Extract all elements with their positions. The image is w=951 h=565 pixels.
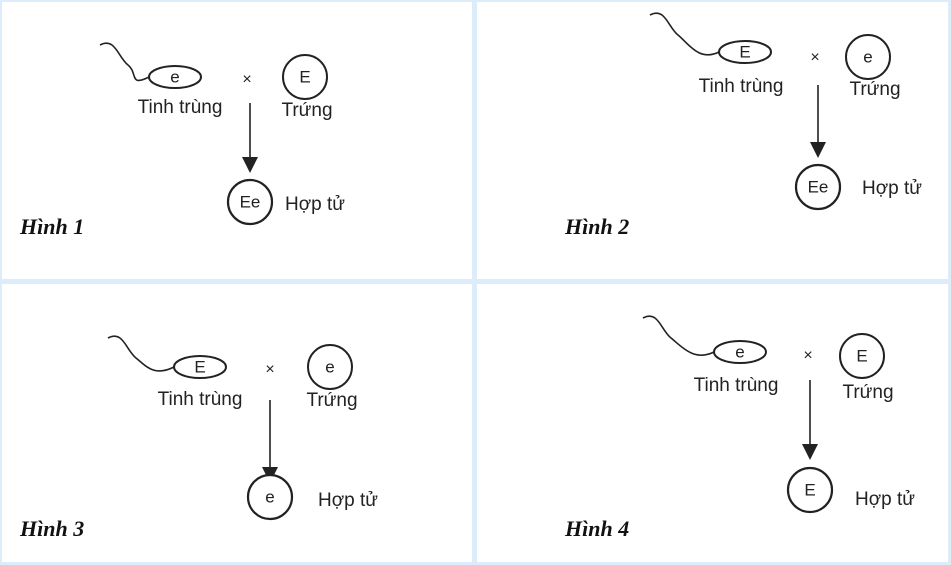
cross-symbol: × <box>803 347 812 364</box>
sperm-tail-icon <box>107 335 175 372</box>
egg-icon <box>307 344 353 390</box>
egg-icon <box>839 333 885 379</box>
cross-symbol: × <box>265 361 274 378</box>
zygote-label: Hợp tử <box>862 178 922 199</box>
zygote-label: Hợp tử <box>318 490 378 511</box>
sperm-allele: e <box>170 68 179 87</box>
egg-allele: E <box>856 347 867 366</box>
egg-icon <box>845 34 891 80</box>
egg-icon <box>282 54 328 100</box>
figure-caption: Hình 4 <box>564 516 629 541</box>
sperm-tail-icon <box>99 42 150 82</box>
zygote-allele: e <box>265 488 274 507</box>
sperm-allele: E <box>739 43 750 62</box>
panel-1 <box>2 2 472 279</box>
sperm-label: Tinh trùng <box>694 375 779 396</box>
egg-label: Trứng <box>281 100 332 121</box>
zygote-allele: Ee <box>240 193 261 212</box>
sperm-head-icon <box>173 355 227 379</box>
zygote-allele: E <box>804 481 815 500</box>
sperm-tail-icon <box>642 315 715 356</box>
zygote-allele: Ee <box>808 178 829 197</box>
zygote-icon <box>226 178 274 226</box>
panel-3 <box>2 284 472 562</box>
sperm-label: Tinh trùng <box>158 389 243 410</box>
sperm-head-icon <box>148 65 202 89</box>
zygote-icon <box>794 163 842 211</box>
egg-allele: e <box>863 48 872 67</box>
sperm-allele: e <box>735 343 744 362</box>
sperm-head-icon <box>718 40 772 64</box>
egg-allele: E <box>299 68 310 87</box>
sperm-label: Tinh trùng <box>138 97 223 118</box>
sperm-head-icon <box>713 340 767 364</box>
zygote-label: Hợp tử <box>285 194 345 215</box>
zygote-icon <box>786 466 834 514</box>
panel-4 <box>477 284 948 562</box>
zygote-label: Hợp tử <box>855 489 915 510</box>
zygote-icon <box>246 473 294 521</box>
figure-caption: Hình 2 <box>564 214 629 239</box>
cross-symbol: × <box>242 71 251 88</box>
egg-label: Trứng <box>306 390 357 411</box>
sperm-allele: E <box>194 358 205 377</box>
sperm-label: Tinh trùng <box>699 76 784 97</box>
cross-symbol: × <box>810 49 819 66</box>
egg-allele: e <box>325 358 334 377</box>
figure-caption: Hình 3 <box>19 516 84 541</box>
egg-label: Trứng <box>842 382 893 403</box>
egg-label: Trứng <box>849 79 900 100</box>
figure-caption: Hình 1 <box>19 214 84 239</box>
sperm-tail-icon <box>649 12 720 56</box>
